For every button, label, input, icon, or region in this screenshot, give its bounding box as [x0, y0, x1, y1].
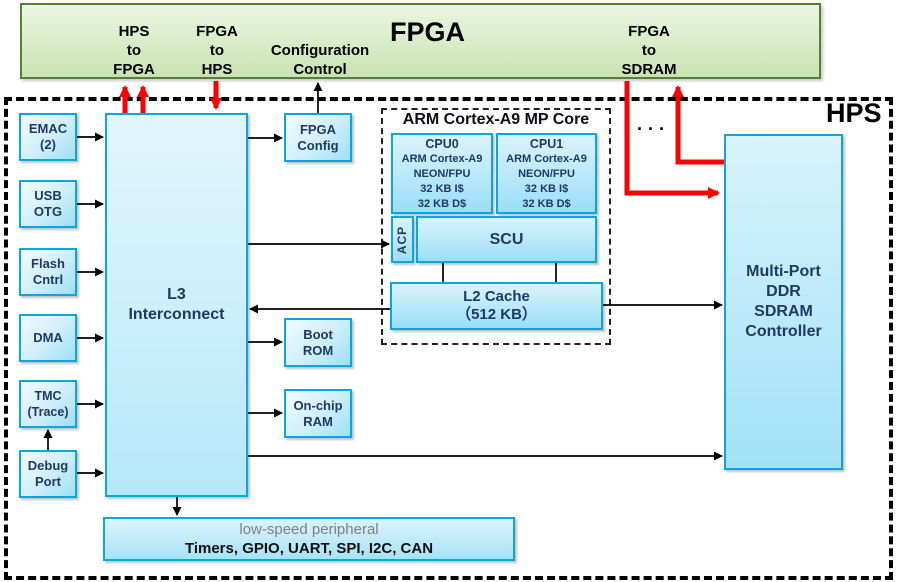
arm-mp-core-title: ARM Cortex-A9 MP Core — [402, 111, 590, 128]
block-acp: ACP — [391, 216, 414, 263]
block-l3-interconnect: L3 Interconnect — [105, 113, 248, 497]
arm-mp-core-group-border — [381, 108, 611, 345]
hps-region-title: HPS — [826, 98, 882, 128]
block-cpu1: CPU1 ARM Cortex-A9 NEON/FPU 32 KB I$ 32 … — [496, 133, 597, 214]
block-tmc-trace: TMC (Trace) — [19, 380, 77, 428]
cpu1-details: ARM Cortex-A9 NEON/FPU 32 KB I$ 32 KB D$ — [506, 153, 587, 210]
block-fpga-config: FPGA Config — [284, 113, 352, 162]
block-debug-port: Debug Port — [19, 450, 77, 498]
block-cpu0: CPU0 ARM Cortex-A9 NEON/FPU 32 KB I$ 32 … — [391, 133, 493, 214]
cpu1-title: CPU1 — [529, 137, 564, 151]
bridge-label-hps-to-fpga: HPS to FPGA — [113, 23, 155, 78]
block-sdram-controller: Multi-Port DDR SDRAM Controller — [724, 134, 843, 470]
cpu0-title: CPU0 — [425, 137, 459, 151]
bridge-label-fpga-to-sdram: FPGA to SDRAM — [621, 23, 677, 78]
block-flash-cntrl: Flash Cntrl — [19, 248, 77, 296]
cpu0-details: ARM Cortex-A9 NEON/FPU 32 KB I$ 32 KB D$ — [401, 153, 483, 210]
block-onchip-ram: On-chip RAM — [284, 389, 352, 438]
block-low-speed-peripheral: low-speed peripheral Timers, GPIO, UART,… — [103, 517, 515, 561]
low-speed-title: low-speed peripheral — [239, 520, 379, 538]
hps-region-border — [4, 97, 893, 580]
block-usb-otg: USB OTG — [19, 180, 77, 228]
acp-label: ACP — [395, 225, 410, 254]
bridge-label-fpga-to-hps: FPGA to HPS — [196, 23, 238, 78]
block-scu: SCU — [416, 216, 597, 263]
block-emac: EMAC (2) — [19, 113, 77, 161]
block-dma: DMA — [19, 314, 77, 362]
block-boot-rom: Boot ROM — [284, 318, 352, 367]
fpga-region: HPS to FPGA FPGA to HPS Configuration Co… — [20, 3, 821, 79]
ellipsis-more-ports: ··· — [637, 119, 670, 139]
bridge-label-configuration-control: Configuration Control — [270, 42, 370, 78]
block-l2-cache: L2 Cache （512 KB） — [390, 282, 603, 330]
fpga-region-title: FPGA — [389, 17, 465, 47]
low-speed-items: Timers, GPIO, UART, SPI, I2C, CAN — [184, 539, 434, 557]
